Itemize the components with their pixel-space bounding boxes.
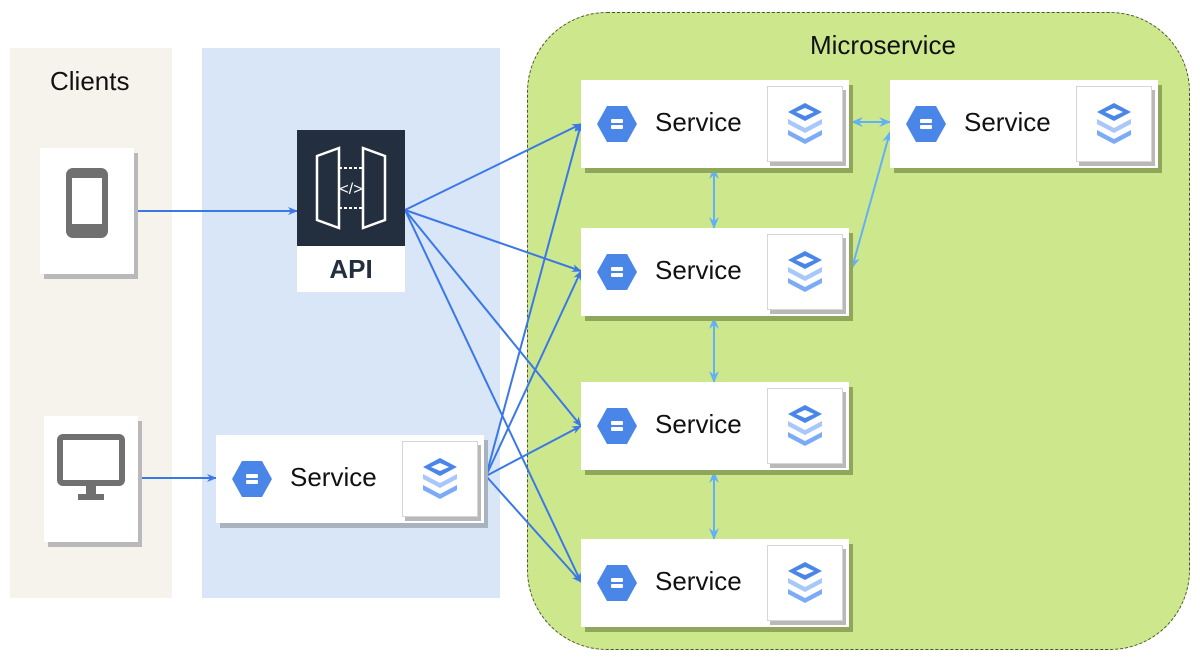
database-stack-icon	[788, 251, 822, 292]
gateway-service-card[interactable]: Service	[216, 435, 484, 523]
service-hexagon-icon	[597, 254, 637, 290]
database-stack-icon	[788, 562, 822, 603]
arrow-api-to-svc3	[404, 209, 582, 427]
database-box	[767, 388, 843, 464]
service-hexagon-icon	[597, 408, 637, 444]
database-stack-icon	[1097, 103, 1131, 144]
database-stack-icon	[788, 103, 822, 144]
service-hexagon-icon	[597, 106, 637, 142]
database-box	[1076, 86, 1152, 162]
service-hexagon-icon	[232, 461, 272, 497]
database-box	[402, 441, 478, 517]
database-stack-icon	[788, 405, 822, 446]
desktop-monitor-icon	[57, 434, 125, 500]
database-box	[767, 86, 843, 162]
clients-lane-title: Clients	[50, 66, 130, 96]
service-hexagon-icon	[597, 565, 637, 601]
microservice-group-title: Microservice	[810, 30, 956, 60]
service-card-svc1[interactable]: Service	[581, 80, 849, 168]
api-label: API	[329, 254, 373, 284]
client-mobile-card[interactable]	[40, 148, 134, 274]
service-hexagon-icon	[906, 106, 946, 142]
mobile-phone-icon	[66, 168, 108, 238]
service-label: Service	[964, 107, 1051, 137]
service-card-svc2[interactable]: Service	[581, 228, 849, 316]
arrow-gateway_service-to-svc2	[485, 270, 582, 477]
service-card-svc5[interactable]: Service	[890, 80, 1158, 168]
arrow-api-to-svc1	[404, 123, 582, 211]
service-label: Service	[655, 255, 742, 285]
api-gateway-card[interactable]: </> API	[297, 130, 405, 292]
svg-text:</>: </>	[339, 181, 362, 198]
arrow-api-to-svc2	[404, 209, 582, 272]
database-box	[767, 234, 843, 310]
database-box	[767, 545, 843, 621]
arrow-svc2-to-svc5	[850, 131, 892, 269]
service-label: Service	[655, 566, 742, 596]
database-stack-icon	[423, 458, 457, 499]
arrow-gateway_service-to-svc4	[485, 475, 582, 583]
client-desktop-card[interactable]	[44, 416, 138, 542]
arrow-api-to-svc4	[404, 209, 582, 583]
service-label: Service	[655, 409, 742, 439]
service-card-svc3[interactable]: Service	[581, 382, 849, 470]
service-card-svc4[interactable]: Service	[581, 539, 849, 627]
service-label: Service	[655, 107, 742, 137]
arrow-gateway_service-to-svc3	[485, 425, 582, 477]
api-gateway-icon: </>	[297, 130, 405, 246]
service-label: Service	[290, 462, 377, 492]
arrow-gateway_service-to-svc1	[485, 123, 583, 477]
